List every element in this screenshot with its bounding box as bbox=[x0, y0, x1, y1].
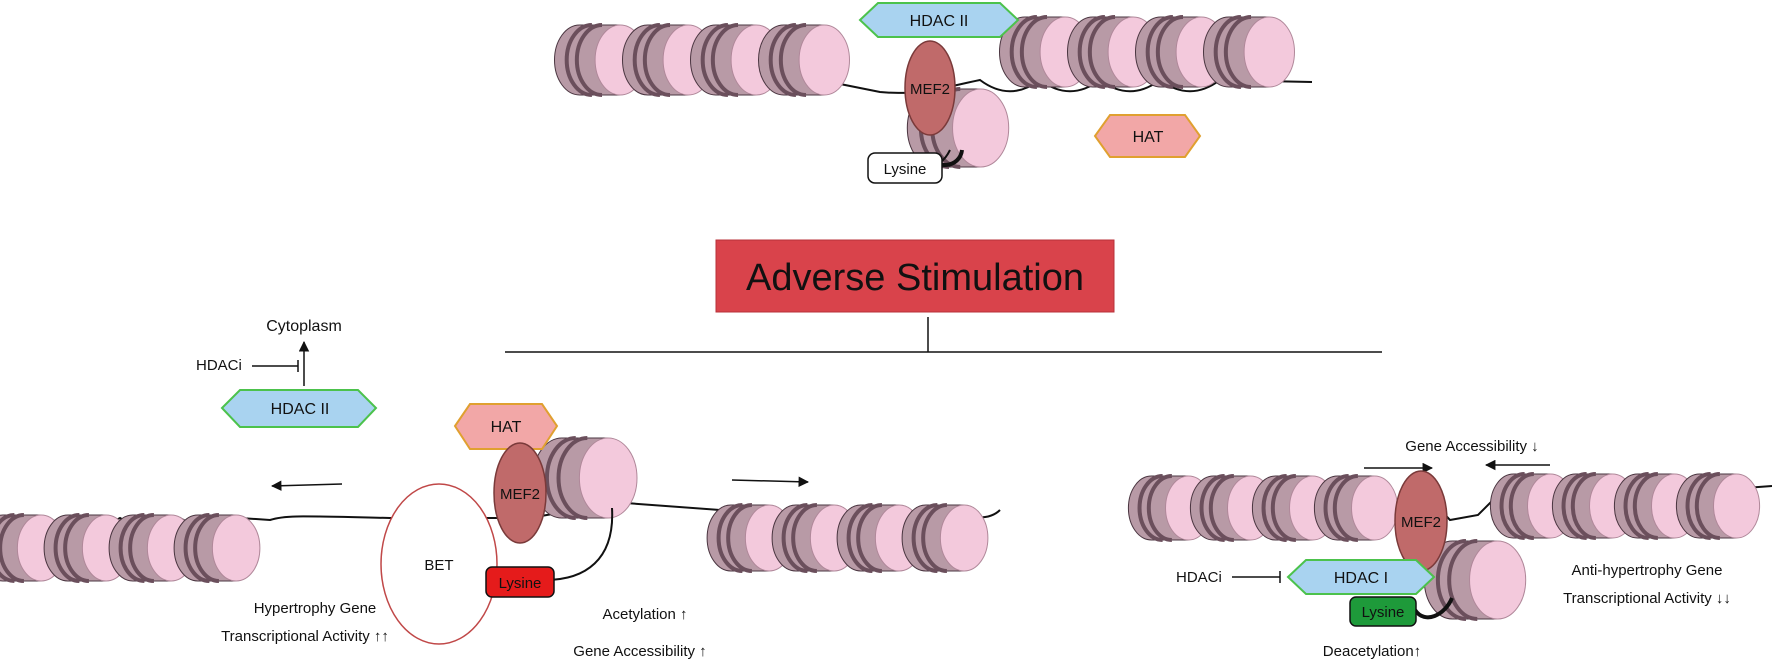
hdaci-left-label: HDACi bbox=[196, 357, 242, 374]
nucleosome bbox=[901, 503, 989, 573]
nucleosome bbox=[836, 503, 924, 573]
top-mef2-label: MEF2 bbox=[910, 81, 950, 98]
right-mef2: MEF2 bbox=[1394, 470, 1448, 572]
right-hdac-i: HDAC I bbox=[1286, 559, 1436, 595]
right-hdac-label: HDAC I bbox=[1334, 570, 1388, 587]
hypertrophy-gene-label: Hypertrophy Gene bbox=[254, 600, 377, 617]
banner-text: Adverse Stimulation bbox=[746, 257, 1084, 299]
anti-hypertrophy-activity-label: Transcriptional Activity ↓↓ bbox=[1563, 590, 1731, 607]
nucleosome bbox=[532, 436, 638, 520]
hypertrophy-activity-label: Transcriptional Activity ↑↑ bbox=[221, 628, 389, 645]
gene-accessibility-up-label: Gene Accessibility ↑ bbox=[573, 643, 706, 660]
nucleosome bbox=[173, 513, 261, 583]
nucleosome bbox=[1675, 472, 1761, 540]
top-hdac-label: HDAC II bbox=[910, 13, 969, 30]
right-arrow-out bbox=[731, 476, 810, 487]
left-panel: Cytoplasm HDACi HDAC II HAT MEF2 BET Lys… bbox=[0, 318, 1001, 660]
right-lysine-tail bbox=[1413, 597, 1454, 620]
gene-accessibility-down-label: Gene Accessibility ↓ bbox=[1405, 438, 1538, 455]
right-panel: Gene Accessibility ↓ MEF2 HDACi HDAC I L… bbox=[1127, 438, 1772, 660]
right-mef2-label: MEF2 bbox=[1401, 514, 1441, 531]
left-hdac-ii: HDAC II bbox=[220, 389, 378, 428]
nucleosome bbox=[1551, 472, 1637, 540]
bet-label: BET bbox=[424, 557, 453, 574]
nucleosome bbox=[1203, 15, 1296, 89]
left-lysine: Lysine bbox=[485, 566, 555, 598]
right-lysine: Lysine bbox=[1349, 596, 1417, 627]
left-lysine-tail bbox=[544, 507, 614, 581]
top-hdac-ii: HDAC II bbox=[858, 2, 1020, 38]
left-hdac-label: HDAC II bbox=[271, 401, 330, 418]
left-lysine-label: Lysine bbox=[499, 575, 542, 592]
nucleosome bbox=[1423, 539, 1527, 621]
left-arrow-out bbox=[270, 480, 343, 491]
top-hat: HAT bbox=[1093, 114, 1202, 158]
left-mef2-label: MEF2 bbox=[500, 486, 540, 503]
top-mef2: MEF2 bbox=[904, 40, 956, 136]
adverse-stimulation-banner: Adverse Stimulation bbox=[715, 239, 1115, 313]
left-hat: HAT bbox=[453, 403, 559, 450]
top-panel: HDAC II MEF2 HAT Lysine bbox=[554, 2, 1313, 184]
anti-hypertrophy-gene-label: Anti-hypertrophy Gene bbox=[1572, 562, 1723, 579]
bet-protein: BET bbox=[380, 483, 498, 645]
left-hat-label: HAT bbox=[491, 419, 522, 436]
nucleosome bbox=[0, 513, 66, 583]
nucleosome bbox=[758, 23, 850, 97]
left-mef2: MEF2 bbox=[493, 442, 547, 544]
acetylation-label: Acetylation ↑ bbox=[602, 606, 687, 623]
nucleosome bbox=[1313, 474, 1399, 542]
top-hat-label: HAT bbox=[1133, 129, 1164, 146]
right-lysine-label: Lysine bbox=[1362, 604, 1405, 621]
top-lysine-label: Lysine bbox=[884, 161, 927, 178]
cytoplasm-label: Cytoplasm bbox=[266, 318, 342, 335]
deacetylation-label: Deacetylation↑ bbox=[1323, 643, 1421, 660]
hdaci-right-label: HDACi bbox=[1176, 569, 1222, 586]
top-lysine: Lysine bbox=[867, 152, 943, 184]
